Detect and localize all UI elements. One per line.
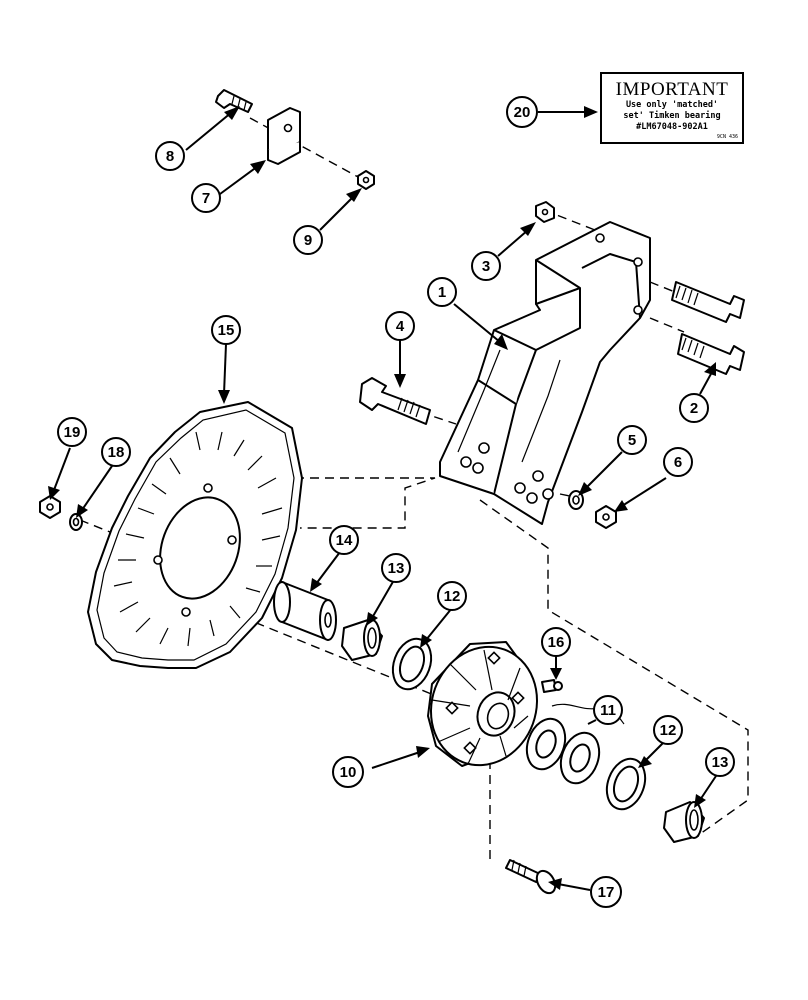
svg-text:15: 15 bbox=[218, 322, 235, 339]
callout-13-left: 13 bbox=[381, 553, 411, 583]
callout-11: 11 bbox=[593, 695, 623, 725]
callout-15: 15 bbox=[211, 315, 241, 345]
nut-part-6 bbox=[595, 505, 617, 529]
note-line-1: Use only 'matched' bbox=[625, 100, 719, 110]
svg-text:20: 20 bbox=[514, 104, 531, 121]
spacer-part-14 bbox=[273, 581, 337, 641]
washer-part-18 bbox=[69, 513, 83, 531]
callout-3: 3 bbox=[471, 251, 501, 281]
svg-text:4: 4 bbox=[396, 318, 405, 335]
svg-text:11: 11 bbox=[600, 702, 616, 719]
screw-part-17 bbox=[505, 859, 557, 895]
hub-part-10 bbox=[427, 641, 538, 767]
callout-12-left: 12 bbox=[437, 581, 467, 611]
svg-text:8: 8 bbox=[166, 148, 174, 165]
callout-6: 6 bbox=[663, 447, 693, 477]
callout-10: 10 bbox=[332, 756, 364, 788]
svg-text:13: 13 bbox=[712, 754, 729, 771]
callout-4: 4 bbox=[385, 311, 415, 341]
callout-5: 5 bbox=[617, 425, 647, 455]
grease-fitting-part-16 bbox=[541, 679, 563, 693]
callouts: 1 2 3 4 5 6 7 8 9 10 11 12 12 13 13 14 1… bbox=[57, 96, 735, 908]
svg-text:5: 5 bbox=[628, 432, 636, 449]
nut-part-3 bbox=[535, 201, 555, 223]
callout-19: 19 bbox=[57, 417, 87, 447]
svg-text:19: 19 bbox=[64, 424, 81, 441]
seal-part-12-left bbox=[391, 637, 433, 691]
svg-text:6: 6 bbox=[674, 454, 682, 471]
cone-part-13-right bbox=[663, 801, 705, 843]
svg-text:14: 14 bbox=[336, 532, 353, 549]
svg-text:1: 1 bbox=[438, 284, 446, 301]
callout-8: 8 bbox=[155, 141, 185, 171]
callout-14: 14 bbox=[329, 525, 359, 555]
bracket-part-1 bbox=[439, 221, 651, 525]
svg-text:13: 13 bbox=[388, 560, 405, 577]
svg-text:2: 2 bbox=[690, 400, 698, 417]
note-line-3: #LM67048-902A1 bbox=[636, 122, 708, 132]
bolts-part-2 bbox=[671, 281, 745, 375]
callout-2: 2 bbox=[679, 393, 709, 423]
svg-text:3: 3 bbox=[482, 258, 490, 275]
svg-text:12: 12 bbox=[660, 722, 677, 739]
svg-text:12: 12 bbox=[444, 588, 461, 605]
callout-17: 17 bbox=[590, 876, 622, 908]
leader-lines bbox=[48, 106, 717, 891]
svg-text:18: 18 bbox=[108, 444, 125, 461]
svg-text:9: 9 bbox=[304, 232, 312, 249]
callout-20: 20 bbox=[506, 96, 538, 128]
callout-13-right: 13 bbox=[705, 747, 735, 777]
nut-part-9 bbox=[357, 170, 375, 190]
bearing-set-part-11 bbox=[525, 703, 625, 785]
washer-part-5 bbox=[568, 490, 584, 510]
bolt-part-4 bbox=[359, 377, 431, 425]
bolt-part-8 bbox=[215, 89, 253, 113]
svg-text:10: 10 bbox=[340, 764, 357, 781]
callout-16: 16 bbox=[541, 627, 571, 657]
callout-9: 9 bbox=[293, 225, 323, 255]
svg-text:17: 17 bbox=[598, 884, 615, 901]
seal-part-12-right bbox=[605, 757, 647, 811]
callout-7: 7 bbox=[191, 183, 221, 213]
note-code: 9CN 436 bbox=[716, 134, 738, 140]
important-note-box: IMPORTANT Use only 'matched' set' Timken… bbox=[600, 72, 744, 144]
clip-part-7 bbox=[267, 107, 301, 165]
disc-part-15 bbox=[87, 401, 303, 669]
callout-18: 18 bbox=[101, 437, 131, 467]
cone-part-13-left bbox=[341, 619, 383, 661]
callout-12-right: 12 bbox=[653, 715, 683, 745]
note-line-2: set' Timken bearing bbox=[623, 111, 721, 121]
note-title: IMPORTANT bbox=[615, 79, 729, 100]
svg-text:16: 16 bbox=[548, 634, 565, 651]
callout-1: 1 bbox=[427, 277, 457, 307]
svg-text:7: 7 bbox=[202, 190, 210, 207]
